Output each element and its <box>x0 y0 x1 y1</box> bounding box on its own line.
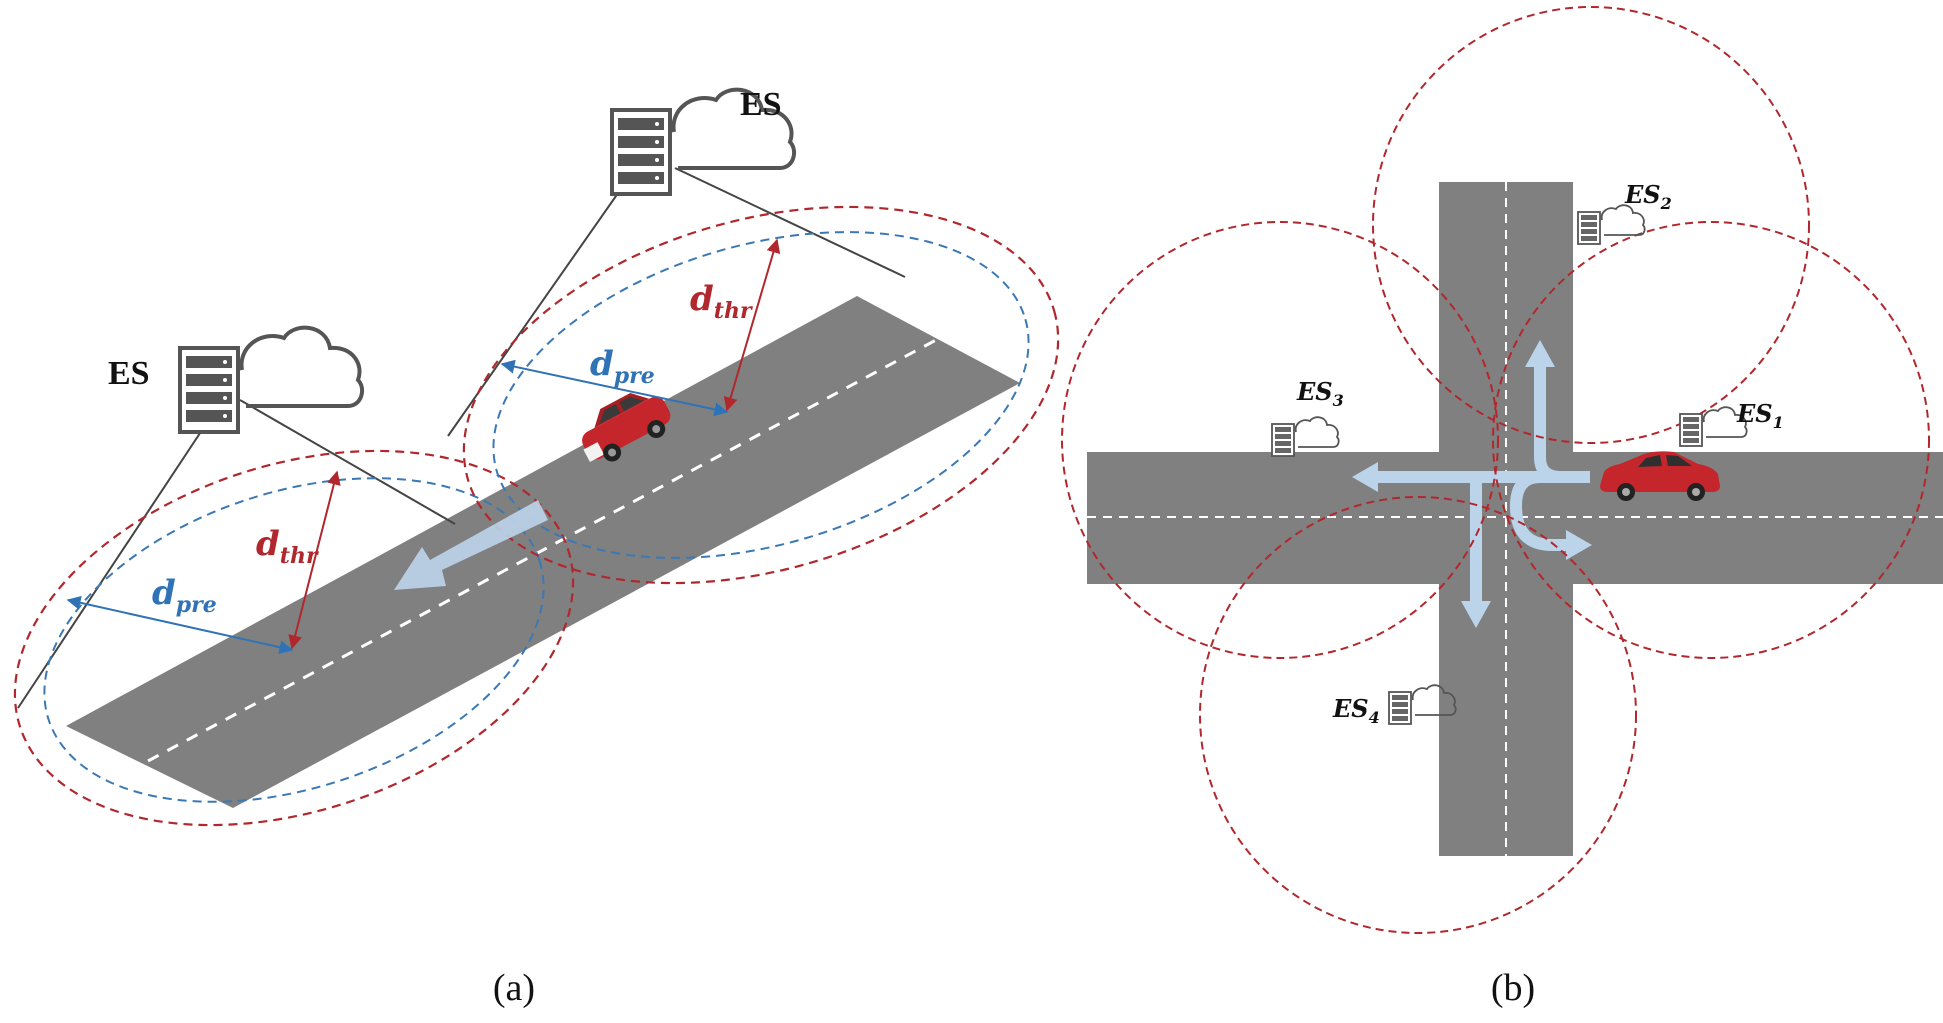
coverage-threshold-left <box>13 449 575 827</box>
direction-arrow-icon <box>1372 365 1590 605</box>
caption-b: (b) <box>1491 967 1535 1009</box>
coverage-es2 <box>1372 6 1810 444</box>
panel-b: ES2 ES3 ES1 ES4 (b) <box>1061 6 1943 1009</box>
dthr-label-right: dthr <box>690 279 753 324</box>
car-icon <box>1600 451 1720 501</box>
lane-divider-a <box>147 337 939 763</box>
direction-arrow-icon <box>394 500 548 590</box>
dthr-arrow-left <box>288 470 341 650</box>
dthr-label-left: dthr <box>256 524 319 569</box>
coverage-es3 <box>1061 221 1499 659</box>
dpre-arrow-right <box>500 359 729 417</box>
coverage-predict-right <box>492 231 1030 559</box>
dthr-arrow-right <box>723 238 781 412</box>
server-icon-left <box>178 325 365 434</box>
es2-label: ES2 <box>1624 180 1672 213</box>
server-icon-es2 <box>1577 204 1646 245</box>
dpre-label-right: dpre <box>590 344 655 389</box>
dpre-arrow-left <box>66 595 294 655</box>
coverage-es4 <box>1199 496 1637 934</box>
coverage-threshold-right <box>462 205 1060 585</box>
coverage-predict-left <box>43 477 545 803</box>
es1-label: ES1 <box>1736 399 1784 432</box>
arrow-heads <box>1352 340 1592 628</box>
coverage-es1 <box>1492 221 1930 659</box>
server-right-label: ES <box>740 86 782 123</box>
es4-label: ES4 <box>1332 694 1380 727</box>
panel-a: ES ES dthr dpre dthr dpre (a) <box>13 86 1060 1009</box>
server-icon-es3 <box>1271 416 1340 457</box>
es3-label: ES3 <box>1296 377 1344 410</box>
cable-left-2 <box>239 399 456 525</box>
dpre-label-left: dpre <box>152 573 217 618</box>
cable-right-2 <box>674 167 906 278</box>
server-left-label: ES <box>108 355 150 392</box>
caption-a: (a) <box>493 967 535 1009</box>
road-a <box>66 296 1020 808</box>
cable-right-1 <box>447 175 631 437</box>
